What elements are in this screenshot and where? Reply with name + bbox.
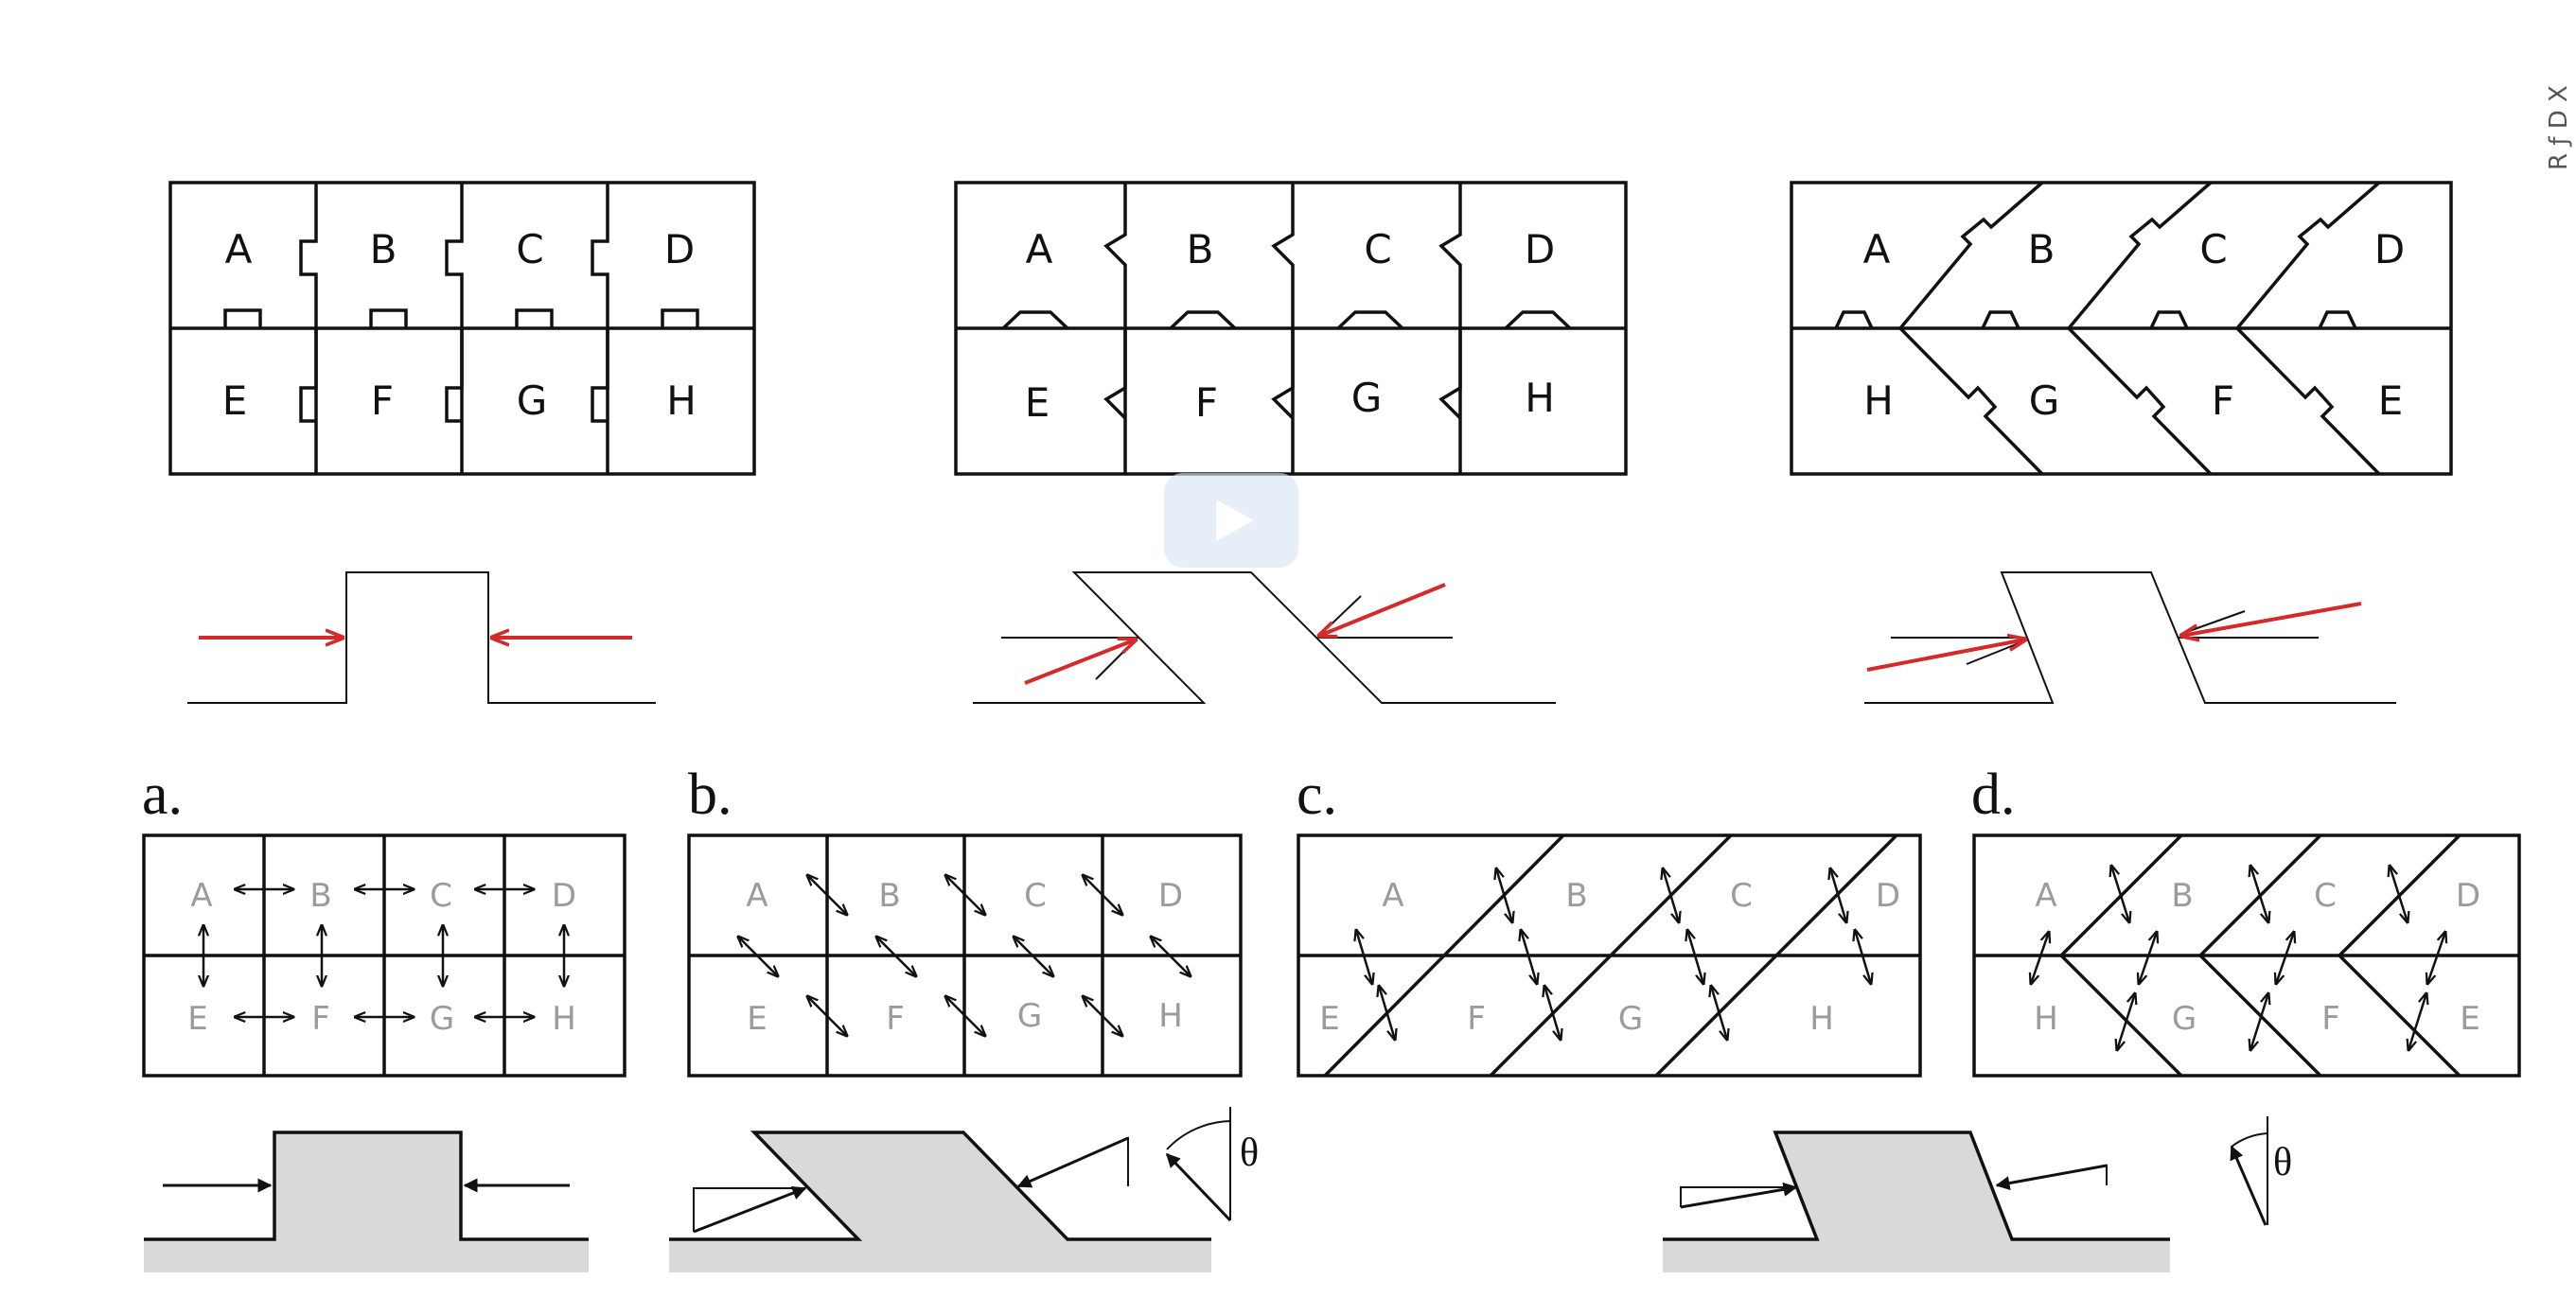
piece-label: G xyxy=(1618,1000,1643,1038)
theta-label: θ xyxy=(2273,1141,2292,1184)
panel-c-title: c. xyxy=(1297,763,1337,827)
piece-label: B xyxy=(370,226,397,272)
piece-label: C xyxy=(1730,877,1753,915)
panel-b-grid: A B C D E F G H xyxy=(687,833,1243,1078)
piece-label: D xyxy=(664,226,695,272)
panel-a-grid: A B C D E F G H xyxy=(142,833,626,1078)
force-arrow-left xyxy=(1024,640,1136,685)
piece-label: D xyxy=(1525,226,1555,272)
piece-label: F xyxy=(2212,377,2234,424)
piece-label: D xyxy=(552,877,576,915)
piece-label: A xyxy=(1863,226,1891,272)
video-play-button[interactable] xyxy=(1164,473,1298,568)
force-arrow-left xyxy=(1866,640,2025,672)
piece-label: H xyxy=(1809,1000,1834,1038)
panel-a-title: a. xyxy=(142,763,183,827)
piece-label: G xyxy=(1351,375,1383,421)
play-icon xyxy=(1216,500,1254,541)
theta-label: θ xyxy=(1240,1131,1259,1175)
piece-label: E xyxy=(2460,1000,2479,1038)
piece-label: B xyxy=(1565,877,1587,915)
piece-label: F xyxy=(2321,1000,2340,1038)
top-diagram-3: A B C D H G F E xyxy=(1790,181,2453,476)
panel-b-profile: θ xyxy=(669,1107,1259,1272)
piece-label: C xyxy=(430,877,452,915)
panel-d-grid: A B C D H G F E xyxy=(1972,833,2521,1078)
piece-label: E xyxy=(2378,377,2404,424)
piece-label: C xyxy=(1364,226,1391,272)
piece-label: H xyxy=(1158,997,1183,1035)
panel-b-title: b. xyxy=(688,763,732,827)
piece-label: A xyxy=(2035,877,2056,915)
piece-label: B xyxy=(309,877,331,915)
piece-label: F xyxy=(886,1000,905,1038)
panel-d-title: d. xyxy=(1971,763,2016,827)
top-diagram-2: A B C D E F G H xyxy=(954,181,1628,476)
piece-label: D xyxy=(2456,877,2480,915)
top-diagram-1: A B C D E F G H xyxy=(168,181,756,476)
piece-label: E xyxy=(222,377,248,424)
piece-label: D xyxy=(2374,226,2405,272)
piece-label: F xyxy=(1467,1000,1486,1038)
piece-label: D xyxy=(1158,877,1183,915)
piece-label: F xyxy=(311,1000,330,1038)
top-profile-3 xyxy=(1864,571,2396,704)
piece-label: E xyxy=(187,1000,207,1038)
piece-label: E xyxy=(747,1000,767,1038)
piece-label: C xyxy=(1024,877,1047,915)
side-text: R ƒ D X xyxy=(2545,85,2573,170)
panel-cd-profile: θ xyxy=(1663,1116,2292,1272)
piece-label: C xyxy=(516,226,543,272)
piece-label: G xyxy=(517,377,548,424)
top-profile-2 xyxy=(973,571,1556,704)
piece-label: G xyxy=(2029,377,2060,424)
piece-label: G xyxy=(2172,1000,2197,1038)
piece-label: H xyxy=(2034,1000,2058,1038)
piece-label: D xyxy=(1876,877,1900,915)
panel-a-profile xyxy=(144,1131,589,1272)
piece-label: F xyxy=(371,377,394,424)
piece-label: H xyxy=(666,377,697,424)
piece-label: E xyxy=(1025,379,1050,426)
piece-label: A xyxy=(225,226,253,272)
force-arrow-right xyxy=(1319,583,1446,636)
piece-label: B xyxy=(1187,226,1214,272)
piece-label: A xyxy=(1026,226,1053,272)
piece-label: G xyxy=(1017,997,1042,1035)
piece-label: A xyxy=(746,877,768,915)
piece-label: A xyxy=(1382,877,1403,915)
piece-label: B xyxy=(878,877,900,915)
top-profile-1 xyxy=(187,571,656,704)
piece-label: A xyxy=(190,877,212,915)
piece-label: G xyxy=(430,1000,454,1038)
piece-label: C xyxy=(2314,877,2337,915)
piece-label: B xyxy=(2171,877,2193,915)
piece-label: H xyxy=(1863,377,1894,424)
panel-c-grid: A B C D E F G H xyxy=(1297,833,1922,1078)
piece-label: C xyxy=(2199,226,2227,272)
piece-label: H xyxy=(1525,375,1555,421)
piece-label: B xyxy=(2028,226,2056,272)
force-arrow-right xyxy=(2181,602,2362,636)
piece-label: E xyxy=(1319,1000,1339,1038)
piece-label: F xyxy=(1195,379,1218,426)
piece-label: H xyxy=(552,1000,576,1038)
